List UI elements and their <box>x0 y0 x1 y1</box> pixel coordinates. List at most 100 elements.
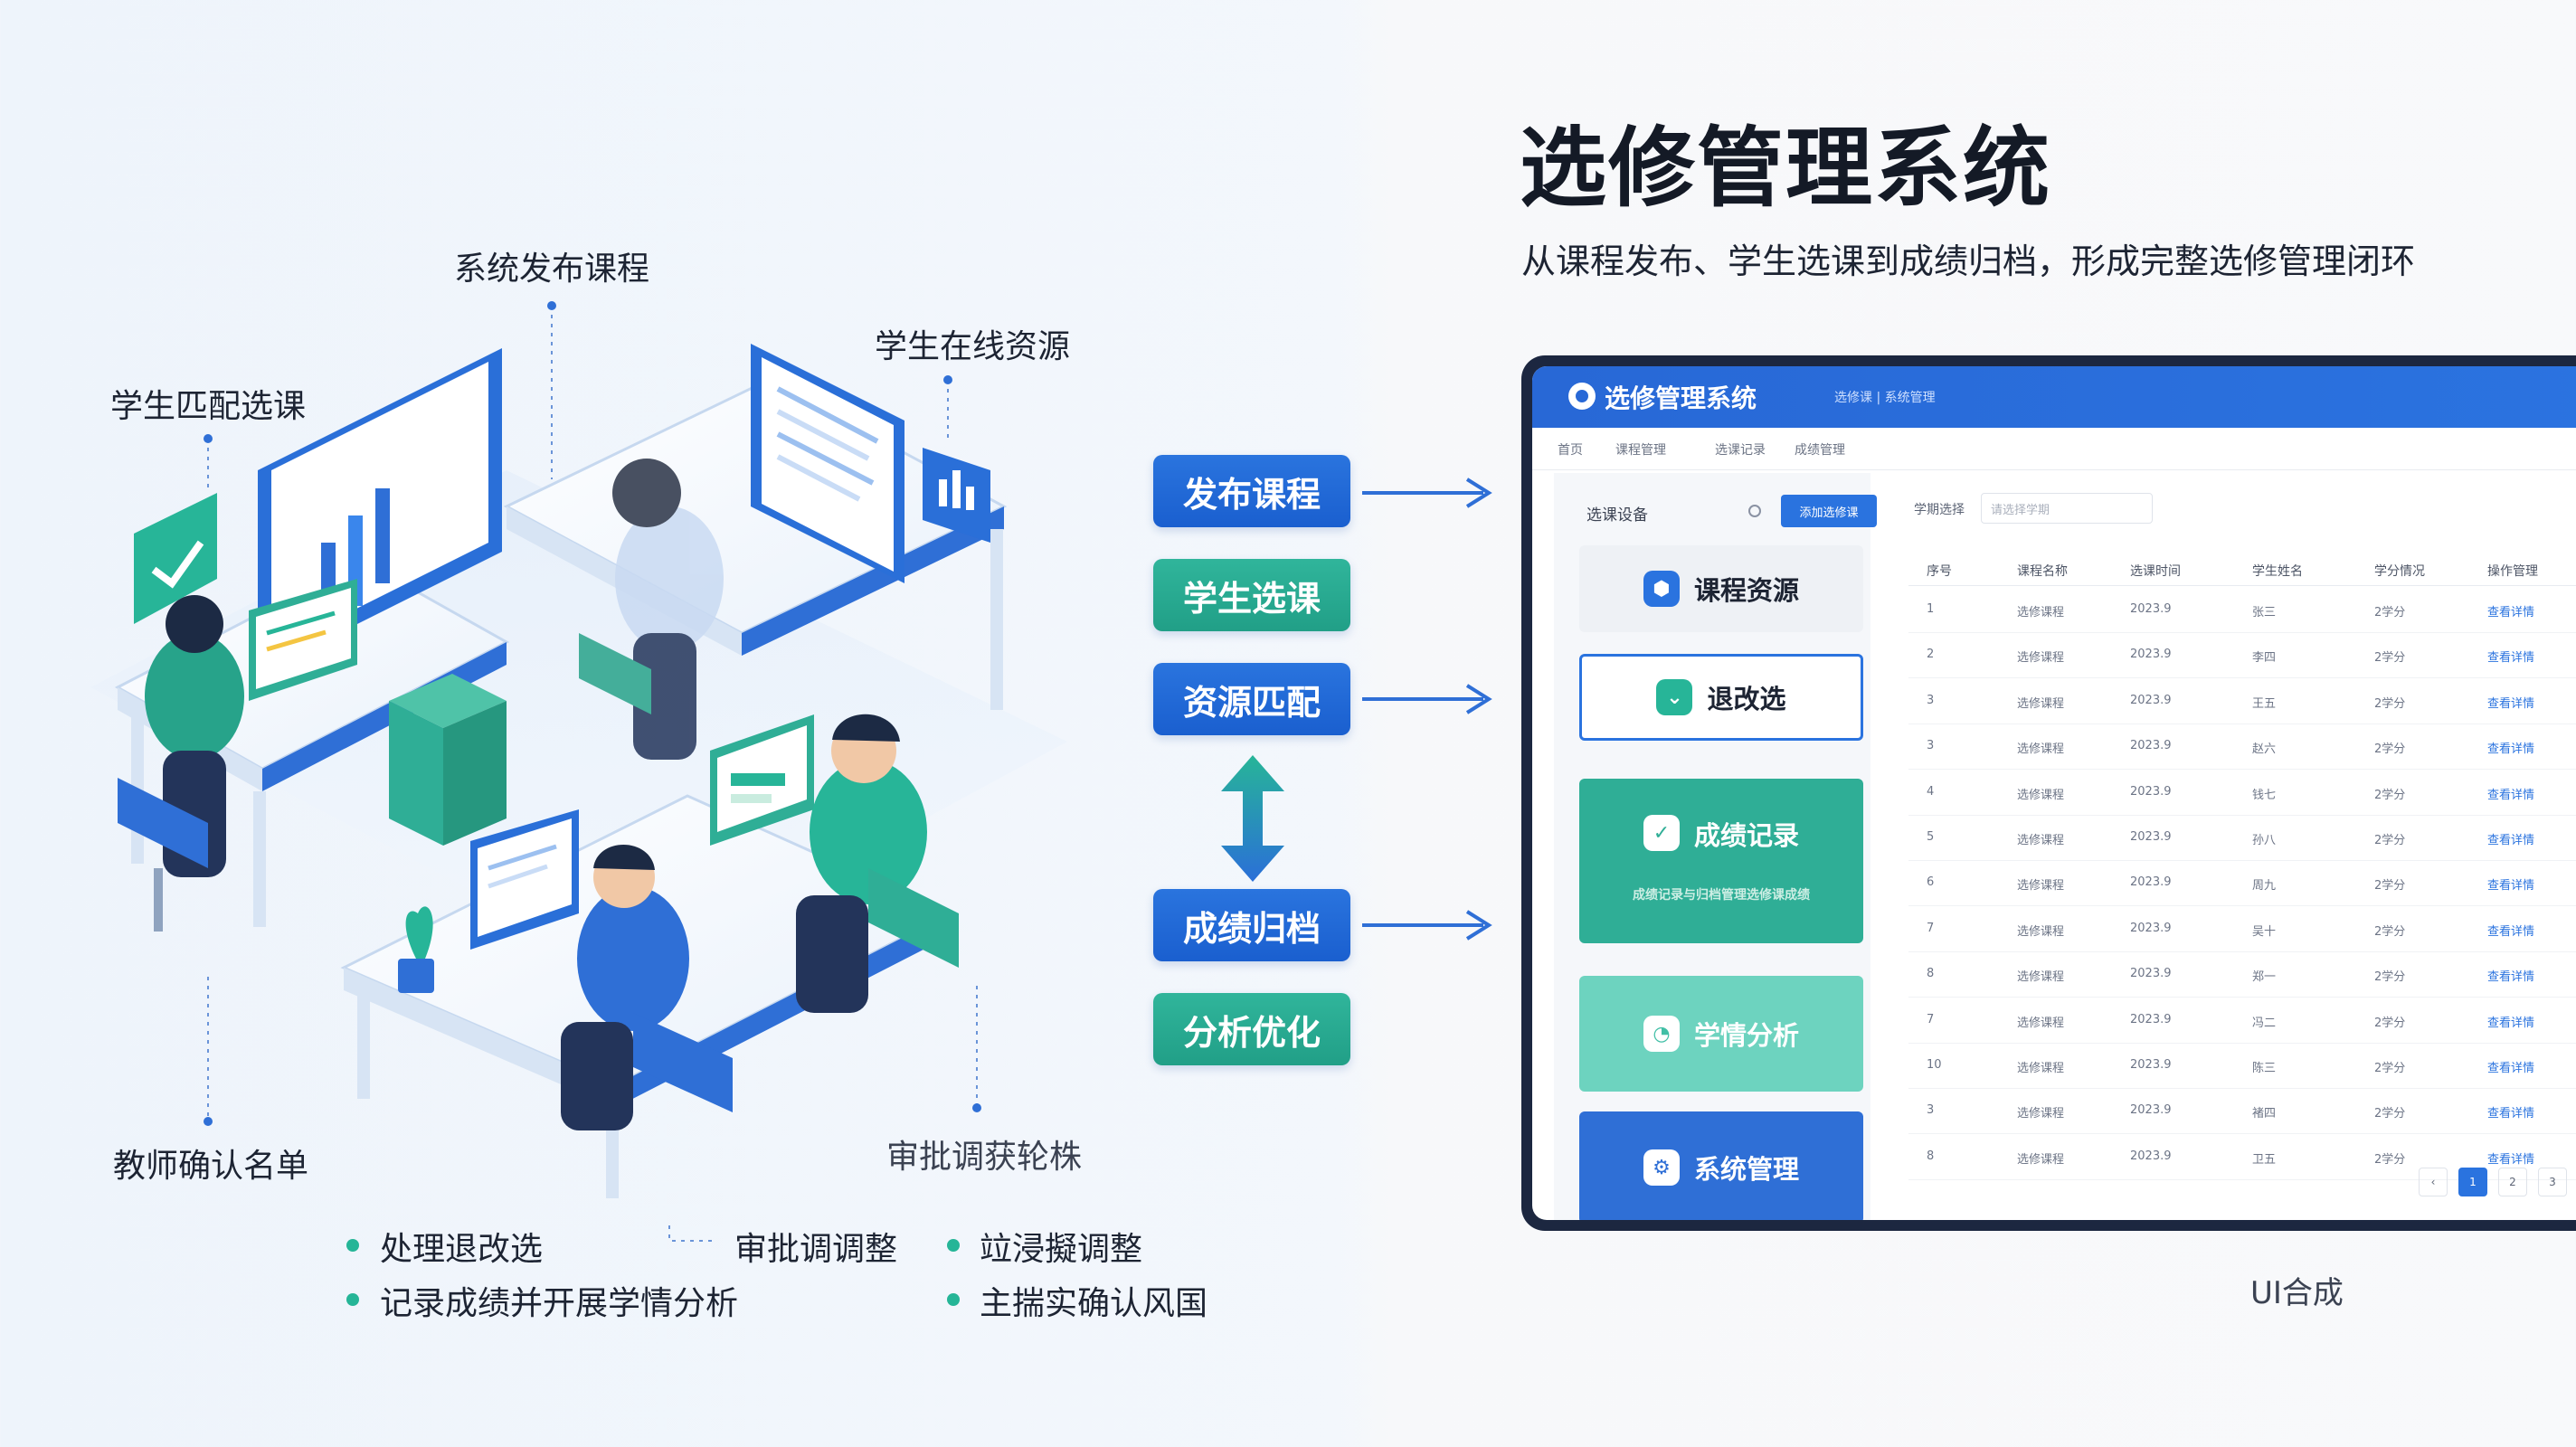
menu-label: 系统管理 <box>1693 1154 1799 1185</box>
search-input[interactable]: 选课设备 <box>1586 506 1648 525</box>
gear-icon: ⚙ <box>1643 1149 1680 1186</box>
bullet-right-1: 竝浸擬调整 <box>980 1231 1143 1268</box>
view-details-link[interactable]: 查看详情 <box>2487 606 2535 619</box>
view-details-link[interactable]: 查看详情 <box>2487 1152 2535 1167</box>
arrow-right-icon <box>1362 910 1492 941</box>
search-icon[interactable] <box>1748 505 1761 517</box>
double-arrow-icon <box>1221 755 1284 882</box>
table-cell: 1 <box>1927 602 1935 616</box>
flow-step-publish[interactable]: 发布课程 <box>1153 455 1350 527</box>
view-details-link[interactable]: 查看详情 <box>2487 1016 2535 1030</box>
table-cell: 3 <box>1927 1103 1935 1118</box>
menu-learning-analysis[interactable]: ◔ 学情分析 <box>1579 976 1863 1092</box>
view-details-link[interactable]: 查看详情 <box>2487 651 2535 666</box>
table-cell: 2023.9 <box>2130 1103 2172 1118</box>
table-cell: 选修课程 <box>2017 606 2065 619</box>
menu-label: 学情分析 <box>1693 1020 1799 1051</box>
add-course-button[interactable]: 添加选修课 <box>1781 495 1877 527</box>
label-match-select: 学生匹配选课 <box>110 388 307 425</box>
nav-records[interactable]: 选课记录 <box>1715 443 1766 458</box>
table-cell: 2023.9 <box>2130 1149 2172 1163</box>
table-cell: 2学分 <box>2374 924 2406 939</box>
app-header: 选修管理系统 选修课 | 系统管理 <box>1532 366 2576 428</box>
view-details-link[interactable]: 查看详情 <box>2487 788 2535 802</box>
table-cell: 2023.9 <box>2130 693 2172 707</box>
table-cell: 王五 <box>2252 696 2277 711</box>
bullet-dot <box>947 1293 960 1306</box>
view-details-link[interactable]: 查看详情 <box>2487 742 2535 757</box>
menu-label: 成绩记录 <box>1693 820 1799 851</box>
flow-step-match[interactable]: 资源匹配 <box>1153 663 1350 735</box>
page-button[interactable]: 1 <box>2458 1168 2487 1196</box>
bullet-approve-adjust: 审批调调整 <box>734 1231 898 1268</box>
app-subtitle: 选修课 | 系统管理 <box>1834 391 1936 405</box>
menu-label: 退改选 <box>1707 684 1786 714</box>
table-cell: 2学分 <box>2374 788 2406 802</box>
menu-change-selection[interactable]: ⌄ 退改选 <box>1579 654 1863 741</box>
th-course: 课程名称 <box>2017 564 2068 579</box>
table-cell: 赵六 <box>2252 742 2277 757</box>
prev-page-button[interactable]: ‹ <box>2419 1168 2448 1196</box>
table-cell: 2023.9 <box>2130 875 2172 890</box>
table-cell: 2023.9 <box>2130 1058 2172 1072</box>
monitor-right <box>710 714 814 846</box>
flow-step-select[interactable]: 学生选课 <box>1153 559 1350 631</box>
table-cell: 选修课程 <box>2017 651 2065 666</box>
label-teacher-confirm: 教师确认名单 <box>113 1148 309 1185</box>
table-cell: 选修课程 <box>2017 879 2065 894</box>
filter-placeholder: 请选择学期 <box>1991 504 2050 517</box>
app-screen: 选修管理系统 选修课 | 系统管理 首页 课程管理 选课记录 成绩管理 选课设备… <box>1532 366 2576 1220</box>
table-cell: 4 <box>1927 784 1935 799</box>
pagination: ‹123› <box>2419 1168 2576 1196</box>
page-button[interactable]: 2 <box>2498 1168 2527 1196</box>
view-details-link[interactable]: 查看详情 <box>2487 879 2535 894</box>
nav-grades[interactable]: 成绩管理 <box>1795 443 1845 458</box>
table-cell: 2023.9 <box>2130 1012 2172 1026</box>
table-cell: 张三 <box>2252 606 2277 619</box>
page-button[interactable]: 3 <box>2538 1168 2567 1196</box>
view-details-link[interactable]: 查看详情 <box>2487 834 2535 847</box>
table-cell: 2 <box>1927 648 1935 662</box>
table-cell: 2学分 <box>2374 970 2406 985</box>
view-details-link[interactable]: 查看详情 <box>2487 924 2535 939</box>
table-cell: 3 <box>1927 739 1935 753</box>
table-cell: 钱七 <box>2252 788 2277 802</box>
floating-card-check <box>134 493 217 624</box>
view-details-link[interactable]: 查看详情 <box>2487 696 2535 711</box>
table-cell: 2023.9 <box>2130 967 2172 981</box>
table-cell: 周九 <box>2252 879 2277 894</box>
table-cell: 10 <box>1927 1058 1942 1072</box>
menu-course-resources[interactable]: ⬢ 课程资源 <box>1579 545 1863 632</box>
table-cell: 2023.9 <box>2130 739 2172 753</box>
table-cell: 2023.9 <box>2130 602 2172 616</box>
th-student: 学生姓名 <box>2252 564 2303 579</box>
nav-courses[interactable]: 课程管理 <box>1615 443 1666 458</box>
page-title: 选修管理系统 <box>1520 118 2051 219</box>
view-details-link[interactable]: 查看详情 <box>2487 1062 2535 1075</box>
table-cell: 2学分 <box>2374 1062 2406 1075</box>
flow-step-optimize[interactable]: 分析优化 <box>1153 993 1350 1065</box>
table-cell: 8 <box>1927 1149 1935 1163</box>
table-cell: 选修课程 <box>2017 1152 2065 1167</box>
flow-step-archive[interactable]: 成绩归档 <box>1153 889 1350 961</box>
table-cell: 2学分 <box>2374 606 2406 619</box>
logo-icon <box>1568 383 1596 410</box>
bullet-right-2: 主揣实确认风国 <box>980 1285 1208 1322</box>
menu-grade-records[interactable]: ✓ 成绩记录 成绩记录与归档管理选修课成绩 <box>1579 779 1863 943</box>
menu-system-admin[interactable]: ⚙ 系统管理 <box>1579 1111 1863 1220</box>
monitor-small-left <box>249 579 357 701</box>
label-approve: 审批调获轮株 <box>886 1139 1083 1176</box>
table-row: 1 选修课程 2023.9 张三 2学分 查看详情 <box>1908 587 2576 633</box>
pc-tower <box>389 674 507 846</box>
table-cell: 2023.9 <box>2130 830 2172 844</box>
view-details-link[interactable]: 查看详情 <box>2487 970 2535 985</box>
nav-home[interactable]: 首页 <box>1558 443 1583 458</box>
table-cell: 褚四 <box>2252 1107 2277 1121</box>
table-cell: 选修课程 <box>2017 834 2065 847</box>
table-cell: 2023.9 <box>2130 648 2172 662</box>
semester-select[interactable]: 请选择学期 <box>1981 493 2153 524</box>
view-details-link[interactable]: 查看详情 <box>2487 1107 2535 1121</box>
